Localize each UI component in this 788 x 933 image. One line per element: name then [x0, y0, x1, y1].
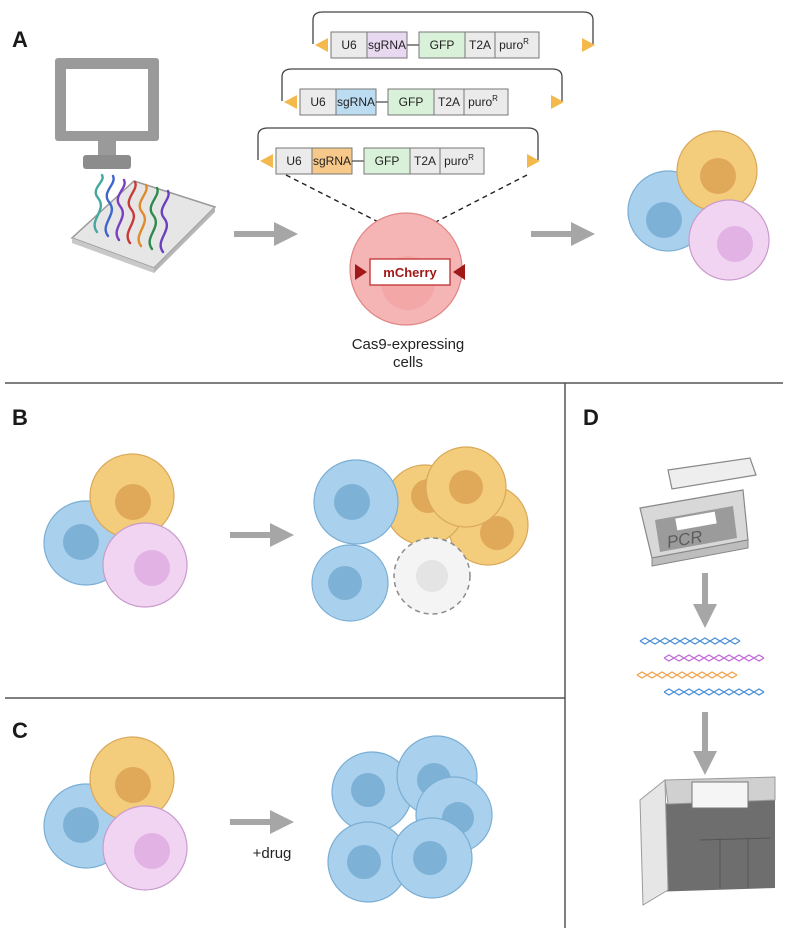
- ltr-right-icon: [527, 154, 540, 168]
- puro-label: puroR: [444, 153, 474, 168]
- plasmid-backbone: [257, 127, 539, 160]
- promoter-box: [275, 147, 313, 175]
- sgrna-label: sgRNA: [368, 38, 406, 52]
- t2a-label: T2A: [469, 38, 491, 52]
- mixed-cell-population-a: [627, 130, 770, 281]
- dna-strand-3: [636, 671, 738, 679]
- construct-2: U6 sgRNA GFP T2A puroR: [281, 68, 564, 116]
- pcr-machine-icon: PCR: [639, 457, 757, 567]
- puro-box: [463, 88, 509, 116]
- dna-strand-1: [639, 637, 741, 645]
- puro-box: [494, 31, 540, 59]
- puro-box: [439, 147, 485, 175]
- panel-label-b: B: [12, 405, 28, 430]
- gfp-label: GFP: [375, 154, 400, 168]
- promoter-label: U6: [341, 38, 357, 52]
- resistant-population-c: [327, 735, 493, 903]
- dna-strand-4: [663, 688, 765, 696]
- sgrna-box: [335, 88, 377, 116]
- ltr-left-icon: [260, 154, 273, 168]
- mixed-cell-population-b: [43, 453, 188, 608]
- gfp-box: [418, 31, 466, 59]
- mcherry-label: mCherry: [383, 265, 437, 280]
- sgrna-label: sgRNA: [337, 95, 375, 109]
- promoter-label: U6: [310, 95, 326, 109]
- puro-label: puroR: [468, 94, 498, 109]
- ltr-right-icon: [551, 95, 564, 109]
- t2a-label: T2A: [438, 95, 460, 109]
- panel-dividers: [5, 382, 783, 928]
- construct-1: U6 sgRNA GFP T2A puroR: [312, 11, 595, 59]
- plasmid-backbone: [281, 68, 563, 101]
- oligo-array-icon: [70, 173, 217, 273]
- gfp-label: GFP: [430, 38, 455, 52]
- panel-label-a: A: [12, 27, 28, 52]
- ltr-left-icon: [284, 95, 297, 109]
- sgrna-box: [311, 147, 353, 175]
- dna-strand-2: [663, 654, 765, 662]
- t2a-box: [433, 88, 465, 116]
- ltr-left-icon: [315, 38, 328, 52]
- panel-label-d: D: [583, 405, 599, 430]
- plasmid-backbone: [312, 11, 594, 44]
- enriched-population-b: [311, 446, 529, 622]
- promoter-label: U6: [286, 154, 302, 168]
- puro-label: puroR: [499, 37, 529, 52]
- sgrna-library-constructs: U6 sgRNA GFP T2A puroR U6 sgRNA GFP T2A puroR U6 sg…: [257, 11, 595, 175]
- construct-3: U6 sgRNA GFP T2A puroR: [257, 127, 540, 175]
- mixed-cell-population-c: [43, 736, 188, 891]
- cell-caption-line1: Cas9-expressing: [352, 336, 465, 353]
- drug-label: +drug: [253, 845, 292, 862]
- mcherry-target-site: mCherry: [355, 258, 465, 286]
- integration-dashed-lines: [285, 174, 528, 263]
- gfp-box: [387, 88, 435, 116]
- promoter-box: [330, 31, 368, 59]
- t2a-label: T2A: [414, 154, 436, 168]
- sequencer-icon: [639, 776, 776, 906]
- amplified-dna-strands: [636, 637, 765, 696]
- cell-caption-line2: cells: [393, 354, 423, 371]
- panel-label-c: C: [12, 718, 28, 743]
- sgrna-box: [366, 31, 408, 59]
- ltr-right-icon: [582, 38, 595, 52]
- gfp-label: GFP: [399, 95, 424, 109]
- computer-monitor-icon: [55, 58, 159, 169]
- sgrna-label: sgRNA: [313, 154, 351, 168]
